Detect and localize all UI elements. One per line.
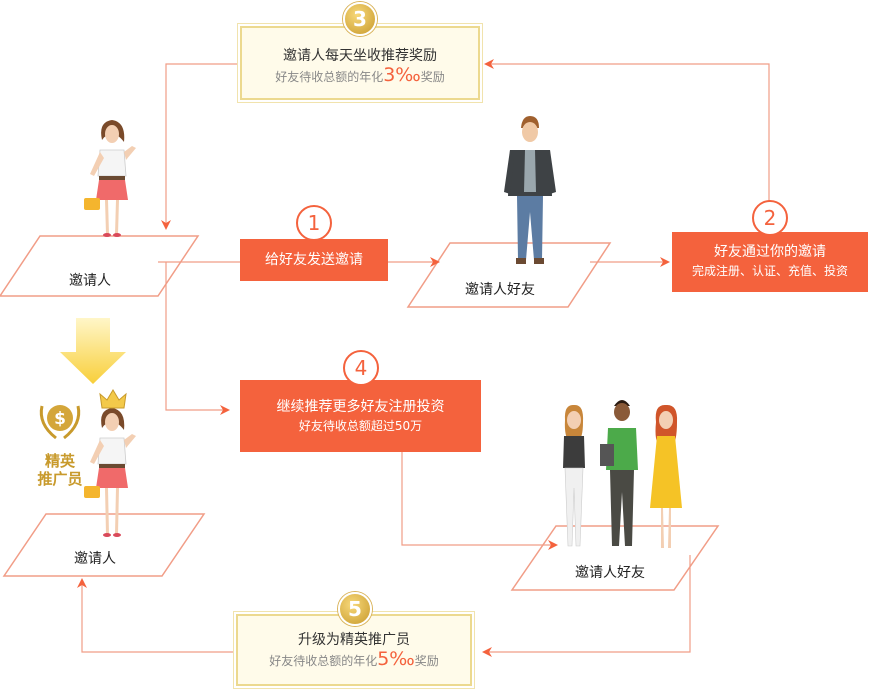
step2-title: 好友通过你的邀请 (714, 244, 826, 260)
down-arrow-icon (60, 318, 126, 384)
inviter-woman-figure (84, 120, 136, 237)
step5-subtitle: 好友待收总额的年化5‰奖励 (238, 650, 470, 670)
friends-group-figure (563, 400, 682, 548)
platform-label-friend-top: 邀请人好友 (465, 282, 535, 298)
step3-box: 邀请人每天坐收推荐奖励 好友待收总额的年化3‰奖励 (240, 26, 480, 100)
step3-title: 邀请人每天坐收推荐奖励 (283, 48, 437, 64)
line-step3-to-inviter (161, 63, 240, 230)
step3-subtitle: 好友待收总额的年化3‰奖励 (242, 66, 478, 86)
step3-rate: 3‰ (383, 64, 421, 86)
elite-label-line2: 推广员 (37, 470, 83, 488)
platform-label-inviter-bottom: 邀请人 (74, 551, 116, 567)
platform-inviter-bottom (2, 513, 206, 577)
step5-number-badge: 5 (338, 592, 372, 626)
step2-box: 好友通过你的邀请 完成注册、认证、充值、投资 (672, 232, 868, 292)
step5-rate: 5‰ (377, 648, 415, 670)
crown-icon (99, 389, 127, 409)
line-step2-to-step3 (484, 59, 770, 232)
step5-subtitle-prefix: 好友待收总额的年化 (269, 654, 378, 668)
platform-friend-top (406, 242, 612, 308)
platform-inviter-top (0, 235, 200, 297)
step5-title: 升级为精英推广员 (298, 632, 410, 648)
svg-text:$: $ (54, 409, 66, 429)
step4-subtitle: 好友待收总额超过50万 (298, 419, 423, 433)
line-step4-to-friends (401, 452, 558, 550)
line-inviter-to-step4 (165, 262, 230, 415)
platform-friends-bottom (510, 525, 720, 591)
elite-woman-figure (84, 408, 136, 537)
step3-number-badge: 3 (343, 2, 377, 36)
step3-subtitle-prefix: 好友待收总额的年化 (275, 70, 384, 84)
step1-number-badge: 1 (296, 205, 332, 241)
elite-promoter-label: 精英 推广员 (30, 452, 90, 488)
step2-number-badge: 2 (752, 200, 788, 236)
line-friends-to-step5 (482, 555, 691, 657)
step4-number-badge: 4 (343, 350, 379, 386)
step3-subtitle-suffix: 奖励 (420, 70, 445, 84)
line-step5-to-inviter (77, 578, 236, 653)
elite-label-line1: 精英 (44, 452, 75, 470)
step2-subtitle: 完成注册、认证、充值、投资 (691, 264, 848, 278)
friend-man-figure (504, 116, 556, 264)
step5-subtitle-suffix: 奖励 (414, 654, 439, 668)
step1-box: 给好友发送邀请 (240, 239, 388, 281)
dollar-laurel-icon: $ (39, 405, 81, 440)
step4-title: 继续推荐更多好友注册投资 (276, 399, 445, 415)
step5-box: 升级为精英推广员 好友待收总额的年化5‰奖励 (236, 614, 472, 686)
platform-label-friends-bottom: 邀请人好友 (575, 565, 645, 581)
platform-label-inviter-top: 邀请人 (69, 273, 111, 289)
step4-box: 继续推荐更多好友注册投资 好友待收总额超过50万 (240, 380, 481, 452)
